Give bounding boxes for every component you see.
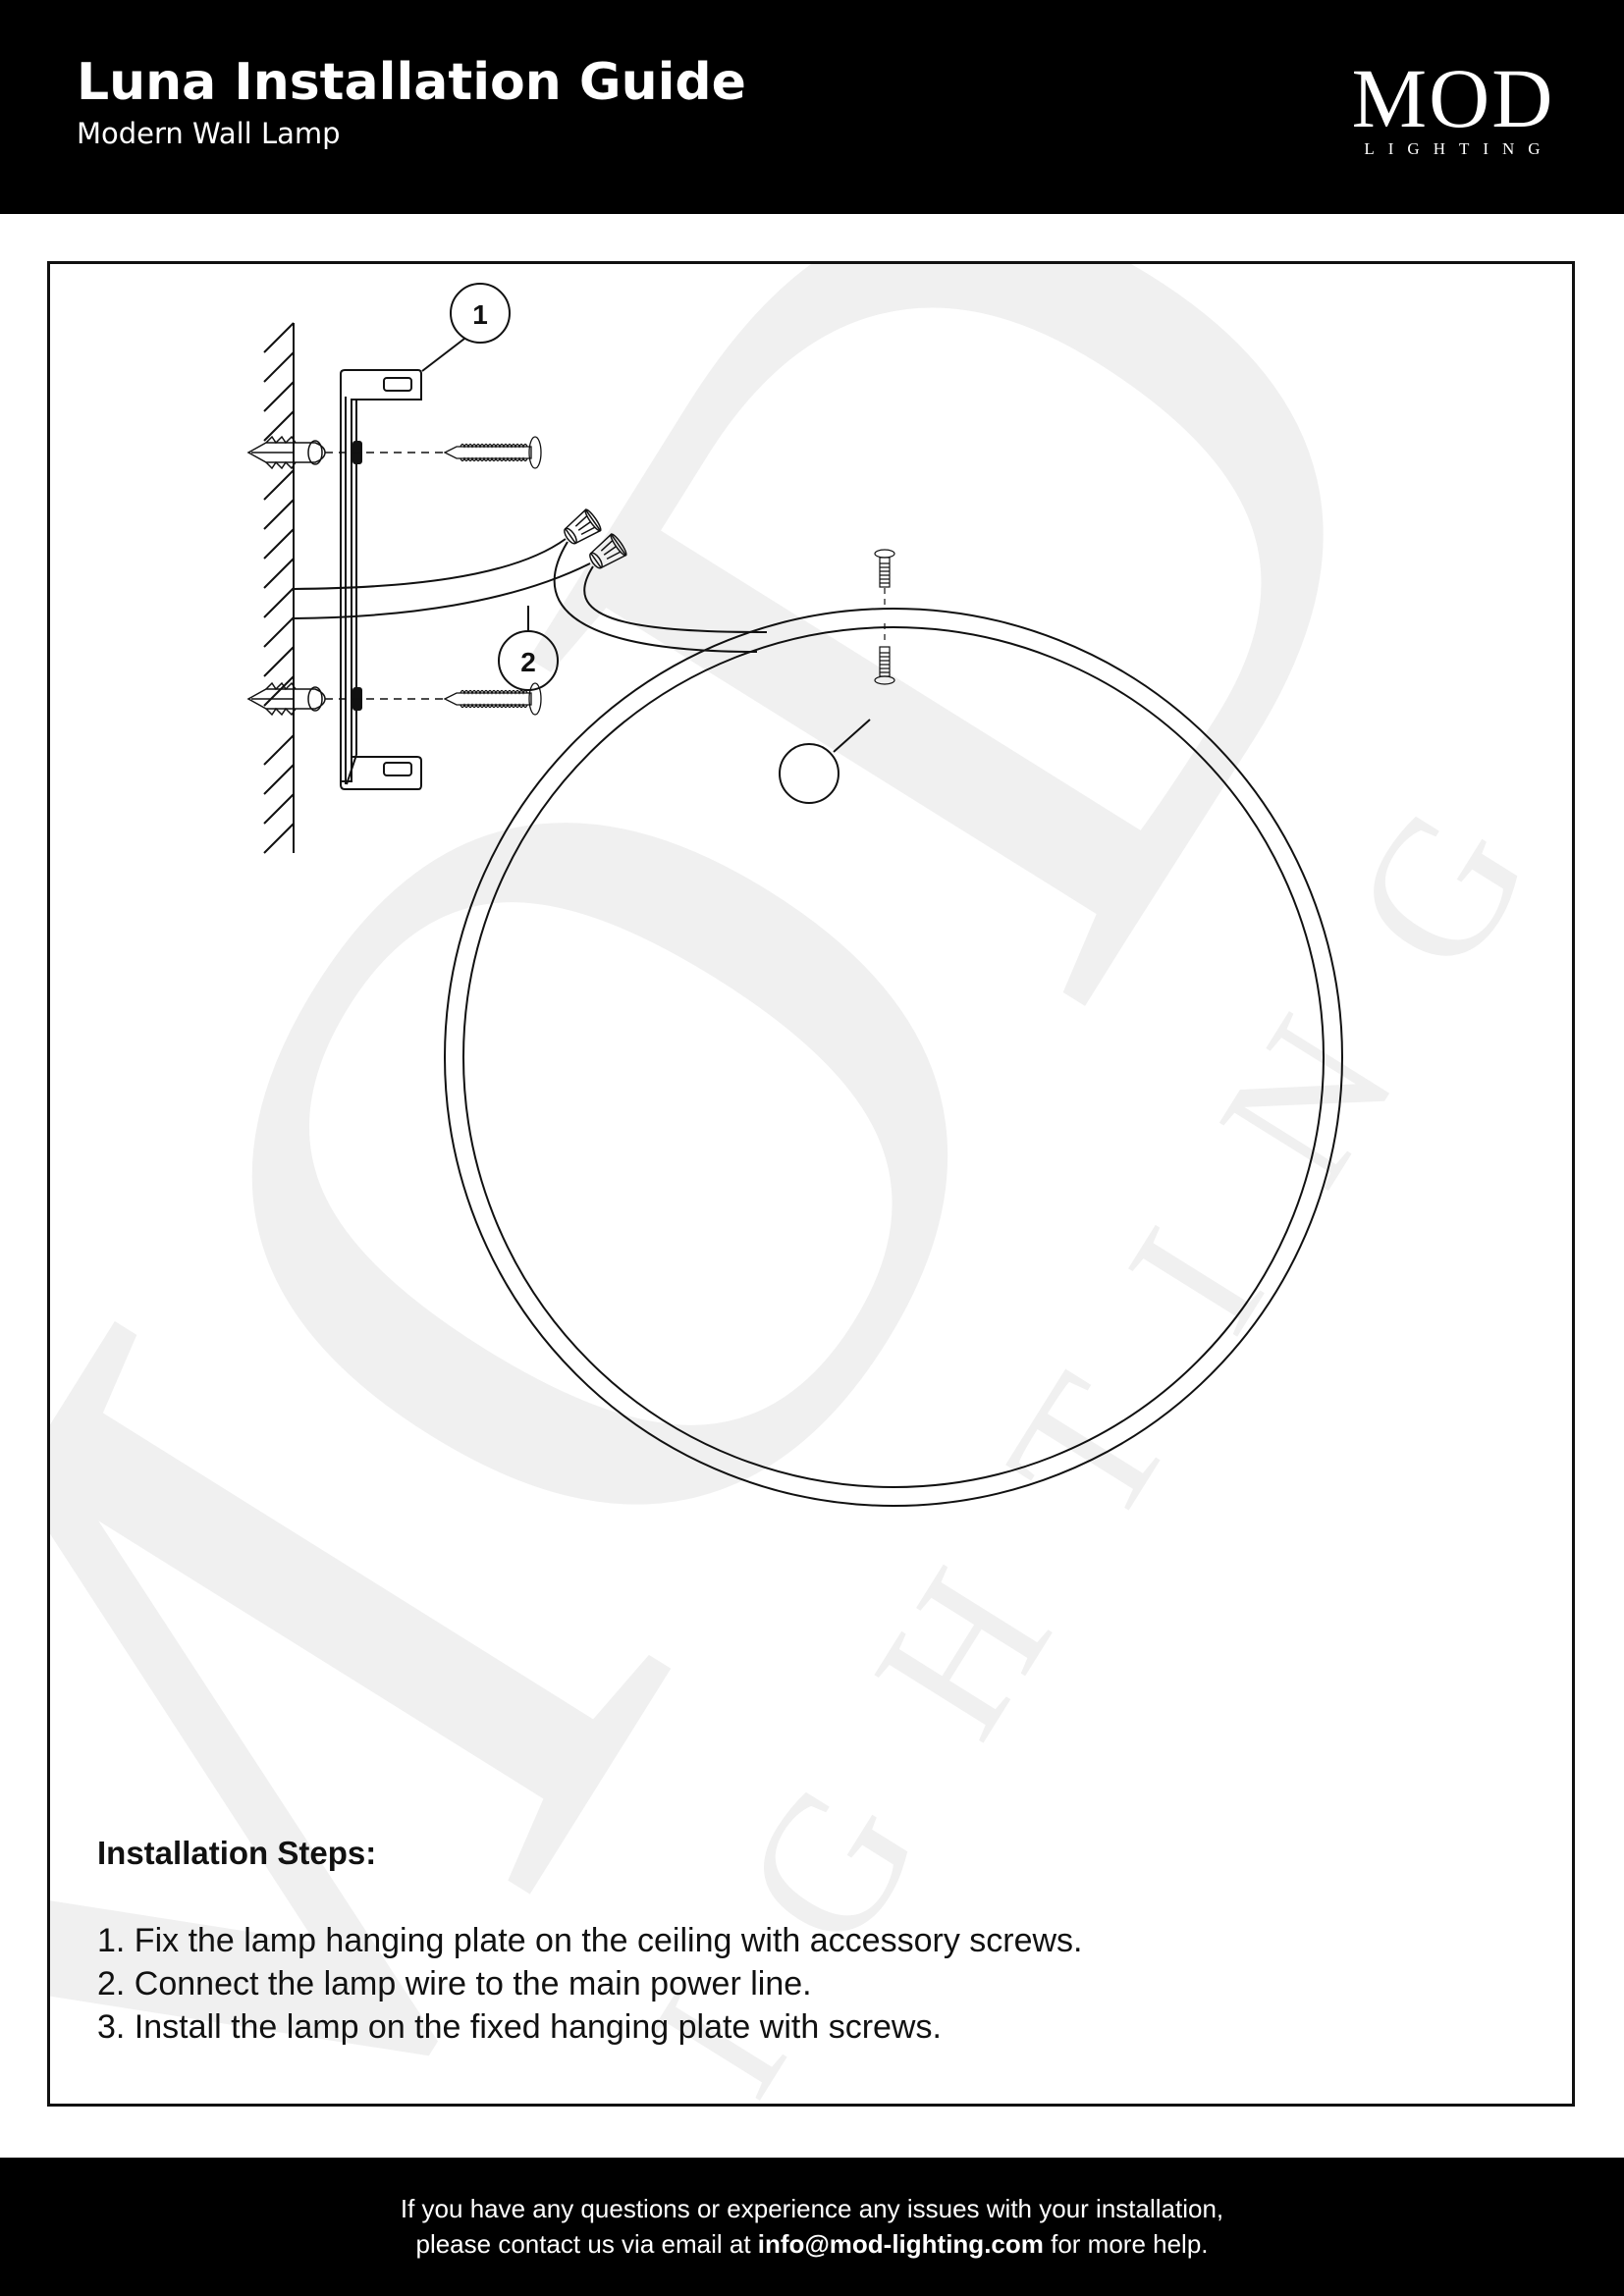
machine-screw-icon: [874, 549, 895, 685]
lamp-ring-icon: [444, 608, 1343, 1507]
step-item: 3. Install the lamp on the fixed hanging…: [97, 2008, 942, 2046]
installation-diagram: 1: [246, 283, 1343, 1507]
page-footer: If you have any questions or experience …: [0, 2158, 1624, 2296]
support-email-link[interactable]: info@mod-lighting.com: [757, 2229, 1044, 2259]
wall-icon: [263, 322, 295, 854]
svg-text:2: 2: [520, 647, 536, 677]
footer-prefix: please contact us via email at: [415, 2229, 751, 2259]
installation-steps: Installation Steps: 1. Fix the lamp hang…: [97, 1835, 1083, 2049]
wall-anchor-icon: [246, 435, 326, 470]
page-header: Luna Installation Guide Modern Wall Lamp…: [0, 0, 1624, 214]
wood-screw-icon: [443, 436, 542, 469]
callout-2: 2: [498, 606, 559, 691]
steps-heading: Installation Steps:: [97, 1835, 377, 1871]
power-wire-icon: [293, 538, 591, 619]
logo-tagline: LIGHTING: [1364, 139, 1554, 158]
callout-3: [779, 719, 871, 804]
step-item: 2. Connect the lamp wire to the main pow…: [97, 1965, 812, 2002]
brand-logo: MOD LIGHTING: [1345, 51, 1561, 159]
document-subtitle: Modern Wall Lamp: [77, 117, 341, 150]
step-item: 1. Fix the lamp hanging plate on the cei…: [97, 1922, 1083, 1959]
footer-suffix: for more help.: [1051, 2229, 1209, 2259]
wire-nut-icon: [564, 508, 627, 569]
logo-wordmark: MOD: [1351, 51, 1555, 145]
footer-line-2: please contact us via email at info@mod-…: [0, 2226, 1624, 2262]
callout-1: 1: [421, 283, 511, 372]
footer-line-1: If you have any questions or experience …: [400, 2194, 1224, 2223]
wall-anchor-icon: [246, 681, 326, 717]
document-title: Luna Installation Guide: [77, 53, 746, 112]
lamp-wire-icon: [553, 541, 768, 653]
watermark-logo: MOD LIGHTING: [50, 264, 1572, 2104]
wood-screw-icon: [443, 682, 542, 716]
diagram-panel: MOD LIGHTING: [47, 261, 1575, 2107]
svg-text:1: 1: [472, 299, 488, 330]
steps-list: 1. Fix the lamp hanging plate on the cei…: [97, 1919, 1083, 2049]
hanging-plate-icon: [340, 369, 422, 790]
